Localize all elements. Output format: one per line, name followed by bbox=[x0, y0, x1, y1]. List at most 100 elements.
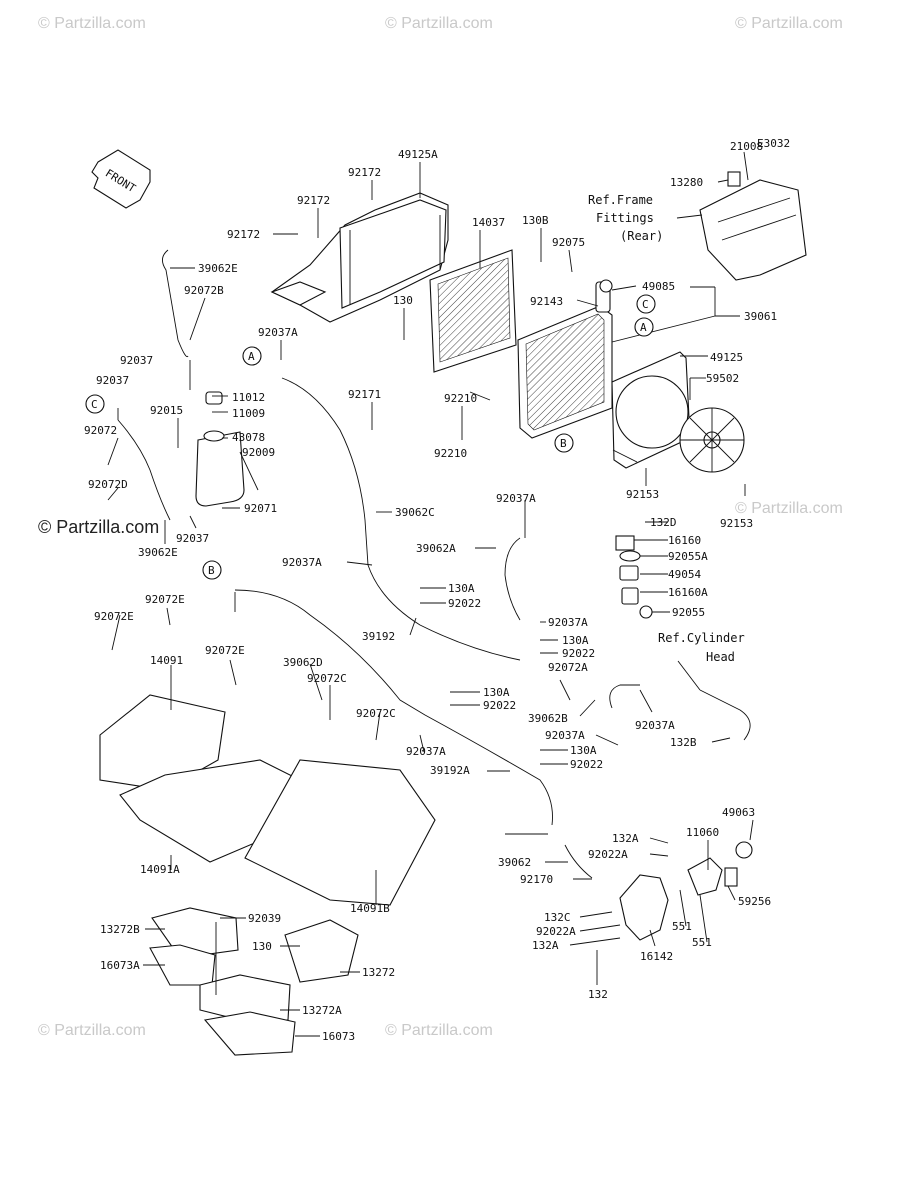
watermark: © Partzilla.com bbox=[735, 15, 843, 32]
part-label: 92210 bbox=[444, 392, 477, 405]
part-label: 551 bbox=[692, 936, 712, 949]
ref-cylinder-head-line1: Ref.Cylinder bbox=[658, 631, 745, 645]
part-label: 14037 bbox=[472, 216, 505, 229]
part-label: 16160 bbox=[668, 534, 701, 547]
part-label: 130A bbox=[483, 686, 510, 699]
thermostat-housing bbox=[615, 535, 653, 619]
part-label: 92071 bbox=[244, 502, 277, 515]
reference-notes: Ref.Frame Fittings (Rear) Ref.Cylinder H… bbox=[588, 193, 745, 664]
part-label: 92075 bbox=[552, 236, 585, 249]
part-label: 39192 bbox=[362, 630, 395, 643]
part-label: 13280 bbox=[670, 176, 703, 189]
watermark: © Partzilla.com bbox=[735, 500, 843, 517]
part-label: 39062 bbox=[498, 856, 531, 869]
part-label: 92072C bbox=[356, 707, 396, 720]
frame-fittings-bracket bbox=[699, 171, 807, 281]
marker-c: C bbox=[636, 294, 656, 314]
part-label: 132C bbox=[544, 911, 571, 924]
part-label: 92037 bbox=[120, 354, 153, 367]
svg-text:A: A bbox=[640, 321, 647, 334]
radiator-core bbox=[517, 279, 613, 439]
part-label: 92037A bbox=[545, 729, 585, 742]
watermark: © Partzilla.com bbox=[38, 517, 159, 537]
part-label: 92055A bbox=[668, 550, 708, 563]
connection-markers: A B C A B C bbox=[85, 294, 656, 580]
part-label: 49125A bbox=[398, 148, 438, 161]
part-label: 49054 bbox=[668, 568, 701, 581]
fan-housing bbox=[611, 351, 745, 473]
part-label: 92022 bbox=[562, 647, 595, 660]
svg-text:B: B bbox=[560, 437, 567, 450]
part-label: 130A bbox=[448, 582, 475, 595]
radiator-screen bbox=[429, 249, 517, 373]
part-label: 130A bbox=[562, 634, 589, 647]
part-label: 39192A bbox=[430, 764, 470, 777]
part-label: 130 bbox=[252, 940, 272, 953]
part-label: 92022 bbox=[483, 699, 516, 712]
part-label: 39062B bbox=[528, 712, 568, 725]
part-label: 92037A bbox=[548, 616, 588, 629]
part-label: 92171 bbox=[348, 388, 381, 401]
part-label: 92022 bbox=[448, 597, 481, 610]
part-label: 11060 bbox=[686, 826, 719, 839]
part-label: 92172 bbox=[227, 228, 260, 241]
part-label: 14091B bbox=[350, 902, 390, 915]
part-label: 49125 bbox=[710, 351, 743, 364]
part-label: 14091A bbox=[140, 863, 180, 876]
part-label: 92037A bbox=[282, 556, 322, 569]
part-label: 16073 bbox=[322, 1030, 355, 1043]
part-label: 92037 bbox=[96, 374, 129, 387]
part-label: 11012 bbox=[232, 391, 265, 404]
part-label: 92039 bbox=[248, 912, 281, 925]
ref-cylinder-head-line2: Head bbox=[706, 650, 735, 664]
part-label: 43078 bbox=[232, 431, 265, 444]
part-label: 59256 bbox=[738, 895, 771, 908]
part-label: 13272B bbox=[100, 923, 140, 936]
marker-b: B bbox=[554, 433, 574, 453]
leader-lines bbox=[107, 151, 754, 1037]
part-label: 92072E bbox=[145, 593, 185, 606]
coolant-hoses bbox=[117, 249, 751, 879]
part-shapes bbox=[99, 171, 807, 1056]
watermark: © Partzilla.com bbox=[38, 15, 146, 32]
part-label: 92143 bbox=[530, 295, 563, 308]
part-label: 39062D bbox=[283, 656, 323, 669]
part-label: 132 bbox=[588, 988, 608, 1001]
part-label: 132A bbox=[532, 939, 559, 952]
part-label: 132D bbox=[650, 516, 677, 529]
part-label: 39062E bbox=[138, 546, 178, 559]
part-label: 14091 bbox=[150, 654, 183, 667]
svg-text:C: C bbox=[642, 298, 649, 311]
part-label: 39062E bbox=[198, 262, 238, 275]
skid-plates bbox=[99, 694, 436, 1056]
part-label: 92022 bbox=[570, 758, 603, 771]
part-label: 92037A bbox=[496, 492, 536, 505]
watermark: © Partzilla.com bbox=[385, 15, 493, 32]
part-label: 92072E bbox=[94, 610, 134, 623]
part-label: 92153 bbox=[720, 517, 753, 530]
part-label: 92037A bbox=[635, 719, 675, 732]
marker-c: C bbox=[85, 394, 105, 414]
part-label: 92172 bbox=[348, 166, 381, 179]
part-label: 92037 bbox=[176, 532, 209, 545]
part-label: 92037A bbox=[406, 745, 446, 758]
part-label: 16073A bbox=[100, 959, 140, 972]
part-label: 92072B bbox=[184, 284, 224, 297]
part-label: 13272 bbox=[362, 966, 395, 979]
part-label: 16142 bbox=[640, 950, 673, 963]
part-label: 130 bbox=[393, 294, 413, 307]
svg-text:C: C bbox=[91, 398, 98, 411]
part-label: 132B bbox=[670, 736, 697, 749]
part-label: 39062A bbox=[416, 542, 456, 555]
part-label: 92022A bbox=[588, 848, 628, 861]
ref-frame-fittings-line2: Fittings bbox=[596, 211, 654, 225]
watermark-layer: © Partzilla.com © Partzilla.com © Partzi… bbox=[38, 15, 843, 1039]
part-label: 92072 bbox=[84, 424, 117, 437]
part-label: 59502 bbox=[706, 372, 739, 385]
part-label: 92055 bbox=[672, 606, 705, 619]
water-pump bbox=[619, 841, 753, 941]
part-label: 132A bbox=[612, 832, 639, 845]
part-label: 130B bbox=[522, 214, 549, 227]
part-label: 92072C bbox=[307, 672, 347, 685]
